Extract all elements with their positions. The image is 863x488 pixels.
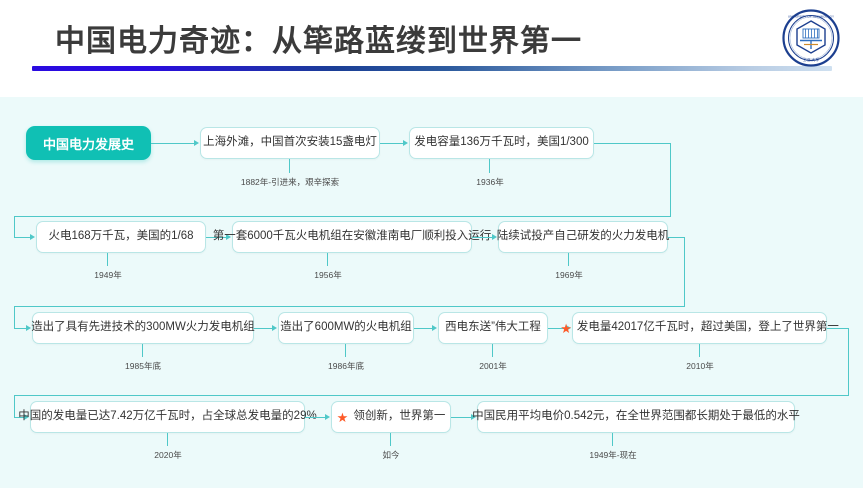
arrow-r3n3-to-r3n4	[566, 324, 571, 331]
date-tick-r4-n1	[167, 433, 169, 446]
arrow-root-to-r1n1	[194, 139, 199, 146]
connector-r2-entry-v	[14, 215, 16, 238]
date-tick-r2-n2	[327, 253, 329, 266]
flow-node-label: 造出了具有先进技术的300MW火力发电机组	[31, 321, 255, 334]
svg-text:UNIVERSITY OF TECHNOLOGY: UNIVERSITY OF TECHNOLOGY	[788, 15, 834, 19]
star-icon: ★	[560, 320, 572, 336]
flow-node-label: 中国民用平均电价0.542元，在全世界范围都长期处于最低的水平	[472, 410, 800, 423]
connector-r2-entry-h	[14, 236, 32, 238]
date-tick-r3-n1	[142, 344, 144, 357]
connector-r4-entry-h	[14, 416, 26, 418]
connector-r3n2-to-r3n3	[414, 327, 434, 329]
svg-text:工 业 大 学: 工 业 大 学	[803, 57, 820, 62]
date-tick-r2-n1	[107, 253, 109, 266]
flow-date-r4-n1: 2020年	[154, 450, 182, 460]
date-tick-r1-n2	[489, 159, 491, 173]
flow-date-r2-n2: 1956年	[314, 270, 342, 280]
flow-node-r3-n1[interactable]: 造出了具有先进技术的300MW火力发电机组	[31, 312, 255, 344]
title-underline-rule	[32, 66, 832, 71]
arrow-into-r3n1	[26, 324, 31, 331]
flow-node-r1-n1[interactable]: 上海外滩，中国首次安装15盏电灯	[200, 127, 380, 159]
flow-node-label: 陆续试投产自己研发的火力发电机	[496, 230, 670, 243]
flow-date-r4-n3: 1949年-现在	[589, 450, 637, 460]
arrow-r1n1-to-r1n2	[403, 139, 408, 146]
connector-r4n2-to-r4n3	[451, 416, 473, 418]
flow-root-label: 中国电力发展史	[42, 136, 134, 152]
arrow-r4n1-to-r4n2	[325, 413, 330, 420]
flow-date-r1-n1: 1882年-引进来，艰辛探索	[240, 177, 340, 187]
flow-node-label: 造出了600MW的火电机组	[280, 321, 412, 334]
slide-header: 中国电力奇迹：从筚路蓝缕到世界第一 UNIVERSITY OF TECHNOLO…	[0, 0, 863, 97]
flow-node-r3-n3[interactable]: 西电东送”伟大工程	[438, 312, 548, 344]
flow-node-label: 第一套6000千瓦火电机组在安徽淮南电厂顺利投入运行	[212, 230, 492, 243]
flow-node-r1-n2[interactable]: 发电容量136万千瓦时，美国1/300	[409, 127, 594, 159]
connector-r3n1-to-r3n2	[254, 327, 274, 329]
connector-r3-to-r4-seg-h2	[14, 394, 849, 396]
flow-node-label: 发电量42017亿千瓦时，超过美国，登上了世界第一	[576, 321, 839, 334]
arrow-r2n1-to-r2n2	[226, 233, 231, 240]
star-icon: ★	[336, 409, 349, 425]
connector-r1-to-r2-seg-h2	[14, 215, 671, 217]
flow-node-r2-n1[interactable]: 火电168万千瓦，美国的1/68	[36, 221, 206, 253]
connector-r2-to-r3-seg-h2	[14, 305, 685, 307]
flow-node-label: 发电容量136万千瓦时，美国1/300	[414, 136, 589, 149]
flow-date-r3-n1: 1985年底	[125, 361, 161, 371]
flow-node-r4-n2[interactable]: ★ 领创新，世界第一	[331, 401, 451, 433]
page-title: 中国电力奇迹：从筚路蓝缕到世界第一	[55, 25, 582, 58]
connector-r3-to-r4-seg-h1	[827, 327, 849, 329]
date-tick-r4-n3	[612, 433, 614, 446]
connector-r1n1-to-r1n2	[380, 142, 405, 144]
connector-r3-entry-v	[14, 305, 16, 329]
flow-date-r3-n2: 1986年底	[328, 361, 364, 371]
connector-r1-to-r2-seg-v	[669, 142, 671, 217]
arrow-r3n1-to-r3n2	[272, 324, 277, 331]
flow-date-r3-n3: 2001年	[479, 361, 507, 371]
flow-node-r3-n4[interactable]: ★ 发电量42017亿千瓦时，超过美国，登上了世界第一	[560, 312, 839, 344]
arrow-r4n2-to-r4n3	[471, 413, 476, 420]
flow-date-r4-n2: 如今	[382, 450, 400, 460]
arrow-r3n2-to-r3n3	[432, 324, 437, 331]
date-tick-r3-n2	[345, 344, 347, 357]
date-tick-r2-n3	[568, 253, 570, 266]
flow-node-label: 西电东送”伟大工程	[445, 321, 541, 334]
flow-node-r2-n3[interactable]: 陆续试投产自己研发的火力发电机	[496, 221, 670, 253]
connector-r2n1-to-r2n2	[206, 236, 228, 238]
connector-root-to-r1n1	[151, 142, 196, 144]
connector-r3-entry-h	[14, 327, 28, 329]
arrow-r2n2-to-r2n3	[492, 233, 497, 240]
connector-r3-to-r4-seg-v	[847, 327, 849, 396]
arrow-into-r2n1	[30, 233, 35, 240]
arrow-into-r4n1	[24, 413, 29, 420]
connector-r4-entry-v	[14, 394, 16, 418]
flow-date-r2-n3: 1969年	[555, 270, 583, 280]
flow-node-label: 中国的发电量已达7.42万亿千瓦时，占全球总发电量的29%	[18, 410, 317, 423]
flow-node-label: 火电168万千瓦，美国的1/68	[48, 230, 194, 243]
flow-node-label: 上海外滩，中国首次安装15盏电灯	[203, 136, 377, 149]
connector-r2-to-r3-seg-v	[683, 236, 685, 307]
date-tick-r1-n1	[289, 159, 291, 173]
flow-node-r2-n2[interactable]: 第一套6000千瓦火电机组在安徽淮南电厂顺利投入运行	[213, 221, 491, 253]
flow-date-r1-n2: 1936年	[476, 177, 504, 187]
flow-node-r4-n1[interactable]: 中国的发电量已达7.42万亿千瓦时，占全球总发电量的29%	[18, 401, 317, 433]
timeline-panel: 中国电力发展史 上海外滩，中国首次安装15盏电灯 1882年-引进来，艰辛探索 …	[0, 97, 863, 488]
connector-r3n3-to-r3n4	[548, 327, 568, 329]
connector-r4n1-to-r4n2	[305, 416, 327, 418]
flow-root-node[interactable]: 中国电力发展史	[26, 126, 151, 160]
connector-r2-to-r3-seg-h1	[668, 236, 685, 238]
connector-r1-to-r2-seg-h1	[594, 142, 671, 144]
flow-node-label: 领创新，世界第一	[353, 410, 446, 423]
flow-node-r4-n3[interactable]: 中国民用平均电价0.542元，在全世界范围都长期处于最低的水平	[472, 401, 800, 433]
connector-r2n2-to-r2n3	[472, 236, 494, 238]
date-tick-r4-n2	[390, 433, 392, 446]
flow-date-r3-n4: 2010年	[686, 361, 714, 371]
flow-date-r2-n1: 1949年	[94, 270, 122, 280]
date-tick-r3-n4	[699, 344, 701, 357]
date-tick-r3-n3	[492, 344, 494, 357]
university-emblem-icon: UNIVERSITY OF TECHNOLOGY 工 业 大 学	[781, 8, 841, 68]
flow-node-r3-n2[interactable]: 造出了600MW的火电机组	[278, 312, 414, 344]
